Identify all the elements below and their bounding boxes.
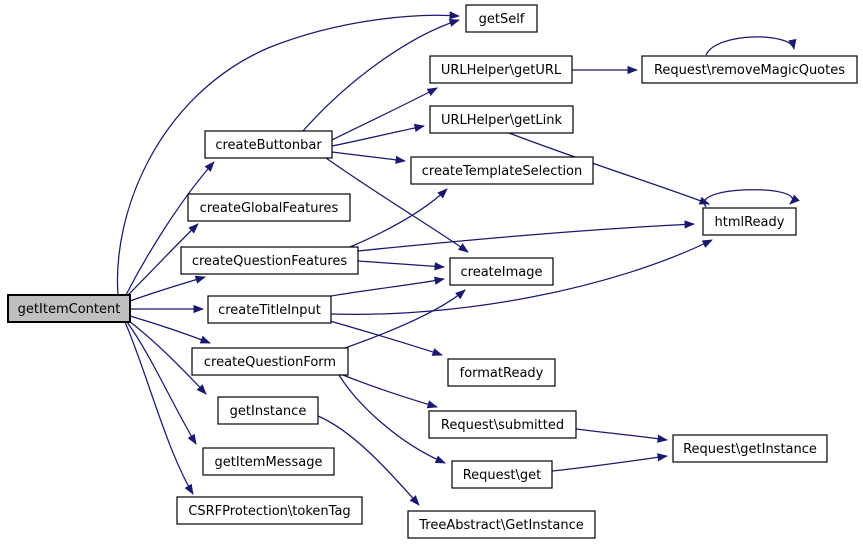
node-box-createQuestionFeatures[interactable] (180, 246, 359, 275)
call-edge-createButtonbar-to-createImage (325, 157, 469, 253)
node-label-createQuestionForm: createQuestionForm (204, 355, 336, 370)
node-label-createImage: createImage (461, 265, 543, 280)
graph-node-Request_getInstance[interactable]: Request\getInstance (672, 434, 828, 463)
call-edge-getItemContent-to-createQuestionFeatures (129, 275, 206, 302)
call-edge-getItemContent-to-CSRFProtection_tokenTag (124, 321, 194, 495)
graph-node-createQuestionFeatures[interactable]: createQuestionFeatures (180, 246, 359, 275)
node-box-getInstance[interactable] (217, 396, 319, 425)
node-box-Request_removeMagicQuotes[interactable] (641, 55, 858, 84)
node-box-Request_get[interactable] (451, 460, 553, 489)
call-edge-createButtonbar-to-createTemplateSelection (331, 151, 406, 164)
call-edge-createQuestionForm-to-Request_get (338, 374, 446, 464)
node-box-htmlReady[interactable] (702, 207, 797, 236)
self-loop-edge-Request_removeMagicQuotes-to-Request_removeMagicQuotes (705, 36, 797, 56)
node-label-TreeAbstract_GetInstance: TreeAbstract\GetInstance (418, 518, 584, 533)
node-box-createImage[interactable] (449, 257, 554, 286)
node-label-createGlobalFeatures: createGlobalFeatures (200, 201, 339, 216)
node-label-Request_get: Request\get (463, 468, 542, 483)
node-label-htmlReady: htmlReady (715, 215, 785, 230)
graph-node-getSelf[interactable]: getSelf (465, 4, 538, 33)
graph-node-URLHelper_getURL[interactable]: URLHelper\getURL (429, 55, 573, 84)
edges-layer (116, 11, 800, 506)
self-loop-edge-htmlReady-to-htmlReady (703, 189, 800, 208)
graph-node-createTemplateSelection[interactable]: createTemplateSelection (410, 156, 594, 185)
node-label-getSelf: getSelf (479, 12, 525, 27)
graph-node-createTitleInput[interactable]: createTitleInput (207, 295, 332, 324)
call-edge-Request_get-to-Request_getInstance (551, 453, 668, 472)
node-label-URLHelper_getLink: URLHelper\getLink (441, 113, 563, 128)
node-label-createTitleInput: createTitleInput (218, 303, 321, 318)
node-label-formatReady: formatReady (460, 366, 544, 381)
graph-node-getItemMessage[interactable]: getItemMessage (202, 447, 335, 476)
node-box-URLHelper_getLink[interactable] (429, 105, 574, 134)
call-edge-createButtonbar-to-getSelf (302, 18, 460, 132)
node-box-getSelf[interactable] (465, 4, 538, 33)
nodes-layer: getItemContent createButtonbar createGloba… (7, 4, 858, 539)
node-box-formatReady[interactable] (447, 358, 556, 387)
graph-node-CSRFProtection_tokenTag[interactable]: CSRFProtection\tokenTag (176, 496, 363, 525)
call-edge-getItemContent-to-createQuestionForm (129, 315, 211, 344)
node-label-getItemContent: getItemContent (18, 302, 121, 317)
graph-node-getInstance[interactable]: getInstance (217, 396, 319, 425)
node-box-createTitleInput[interactable] (207, 295, 332, 324)
call-edge-createTitleInput-to-formatReady (329, 320, 443, 356)
node-label-getInstance: getInstance (230, 404, 307, 419)
node-box-CSRFProtection_tokenTag[interactable] (176, 496, 363, 525)
call-edge-getInstance-to-TreeAbstract_GetInstance (317, 415, 420, 506)
call-edge-Request_submitted-to-Request_getInstance (575, 428, 668, 443)
node-box-createQuestionForm[interactable] (191, 347, 349, 376)
node-label-CSRFProtection_tokenTag: CSRFProtection\tokenTag (188, 504, 350, 519)
graph-node-createButtonbar[interactable]: createButtonbar (204, 130, 333, 159)
graph-node-Request_get[interactable]: Request\get (451, 460, 553, 489)
graph-node-getItemContent[interactable]: getItemContent (7, 294, 131, 323)
graph-node-htmlReady[interactable]: htmlReady (702, 207, 797, 236)
graph-node-formatReady[interactable]: formatReady (447, 358, 556, 387)
node-box-Request_getInstance[interactable] (672, 434, 828, 463)
graph-node-createGlobalFeatures[interactable]: createGlobalFeatures (187, 193, 351, 222)
node-box-createTemplateSelection[interactable] (410, 156, 594, 185)
node-box-getItemContent[interactable] (7, 294, 131, 323)
call-edge-getItemContent-to-createButtonbar (125, 161, 215, 296)
node-box-createGlobalFeatures[interactable] (187, 193, 351, 222)
graph-node-URLHelper_getLink[interactable]: URLHelper\getLink (429, 105, 574, 134)
graph-node-createQuestionForm[interactable]: createQuestionForm (191, 347, 349, 376)
call-edge-createQuestionForm-to-Request_submitted (342, 374, 438, 409)
node-label-getItemMessage: getItemMessage (215, 455, 323, 470)
call-edge-getItemContent-to-getInstance (128, 320, 207, 395)
node-label-Request_removeMagicQuotes: Request\removeMagicQuotes (654, 63, 845, 78)
graph-node-createImage[interactable]: createImage (449, 257, 554, 286)
node-box-TreeAbstract_GetInstance[interactable] (407, 510, 596, 539)
call-edge-createButtonbar-to-URLHelper_getLink (331, 123, 425, 147)
call-edge-createQuestionFeatures-to-htmlReady (357, 220, 695, 252)
call-edge-createButtonbar-to-URLHelper_getURL (331, 87, 438, 141)
node-label-createButtonbar: createButtonbar (215, 138, 322, 153)
call-edge-getItemContent-to-getItemMessage (126, 321, 197, 445)
node-label-URLHelper_getURL: URLHelper\getURL (441, 63, 562, 78)
call-edge-createQuestionFeatures-to-createImage (357, 260, 445, 271)
call-edge-getItemContent-to-createGlobalFeatures (127, 223, 199, 296)
node-label-createQuestionFeatures: createQuestionFeatures (192, 254, 348, 269)
node-label-Request_getInstance: Request\getInstance (683, 442, 817, 457)
node-label-createTemplateSelection: createTemplateSelection (422, 164, 583, 179)
node-box-getItemMessage[interactable] (202, 447, 335, 476)
node-box-URLHelper_getURL[interactable] (429, 55, 573, 84)
node-label-Request_submitted: Request\submitted (441, 418, 564, 433)
call-edge-URLHelper_getLink-to-htmlReady (508, 132, 710, 205)
call-edge-createQuestionForm-to-createImage (344, 289, 466, 349)
call-edge-createQuestionFeatures-to-createTemplateSelection (349, 188, 448, 248)
node-box-Request_submitted[interactable] (428, 410, 577, 439)
graph-node-TreeAbstract_GetInstance[interactable]: TreeAbstract\GetInstance (407, 510, 596, 539)
call-edge-createTitleInput-to-htmlReady (330, 239, 713, 315)
call-edge-getItemContent-to-getSelf (116, 11, 460, 296)
graph-node-Request_submitted[interactable]: Request\submitted (428, 410, 577, 439)
node-box-createButtonbar[interactable] (204, 130, 333, 159)
call-edge-createTitleInput-to-createImage (330, 276, 445, 297)
graph-node-Request_removeMagicQuotes[interactable]: Request\removeMagicQuotes (641, 55, 858, 84)
